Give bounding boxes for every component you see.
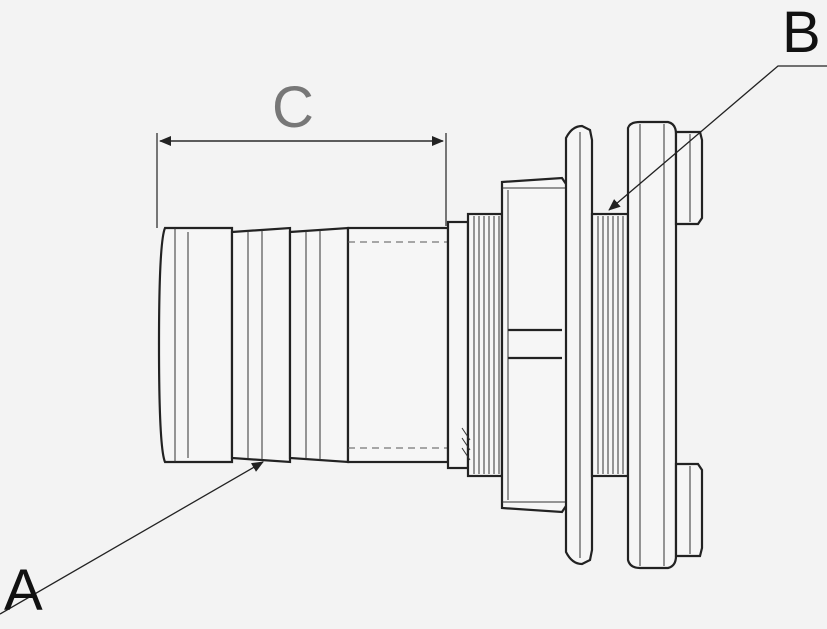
- dimension-c: [156, 133, 447, 228]
- rear-lugs: [674, 130, 704, 558]
- leader-a: [0, 461, 264, 615]
- hose-barb: [157, 226, 450, 464]
- label-b: B: [782, 0, 821, 65]
- rear-thread: [590, 212, 630, 478]
- front-thread: [446, 212, 504, 478]
- label-a: A: [4, 558, 43, 623]
- leader-b: [608, 65, 827, 211]
- hex-nut: [500, 176, 572, 514]
- label-c: C: [272, 75, 314, 140]
- rear-flange: [626, 120, 678, 570]
- front-flange: [564, 124, 594, 566]
